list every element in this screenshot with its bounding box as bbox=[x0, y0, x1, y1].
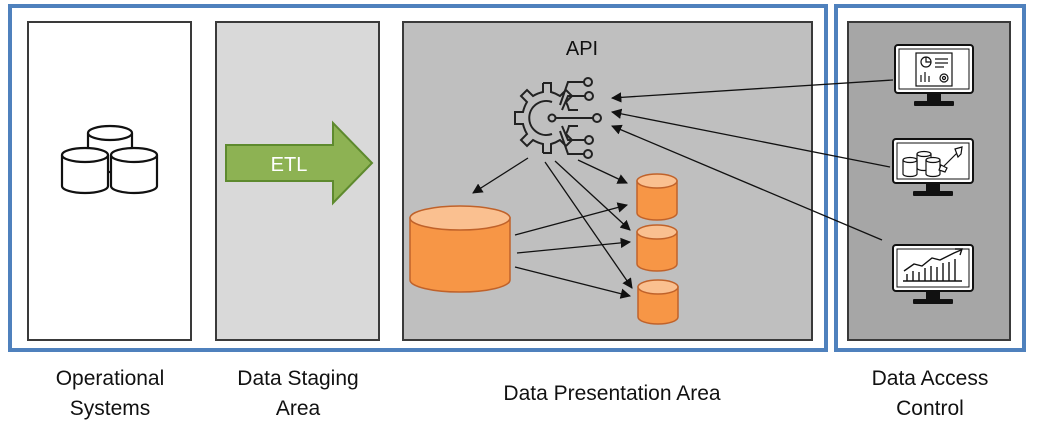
caption-data-access-control-line-1: Data Access bbox=[871, 367, 989, 390]
api-to-main-db-arrow bbox=[472, 157, 529, 194]
data-mart-cylinder-3 bbox=[637, 279, 679, 325]
caption-data-staging-area-line-1: Data Staging bbox=[237, 367, 359, 390]
caption-operational-systems: Operational Systems bbox=[10, 364, 210, 424]
main-database-cylinder bbox=[409, 205, 511, 293]
api-label: API bbox=[566, 38, 598, 60]
data-mart-cylinder-2 bbox=[636, 224, 678, 272]
api-to-mart-1-arrow bbox=[577, 159, 628, 184]
caption-data-staging-area: Data Staging Area bbox=[198, 364, 398, 424]
warehouse-frame bbox=[8, 4, 828, 352]
monitor-chart-icon bbox=[892, 244, 974, 304]
database-monitor-to-api-arrow bbox=[610, 108, 891, 168]
caption-data-presentation-area: Data Presentation Area bbox=[432, 379, 792, 409]
caption-operational-systems-line-2: Systems bbox=[69, 397, 151, 420]
caption-data-access-control: Data Access Control bbox=[830, 364, 1030, 424]
access-frame bbox=[834, 4, 1026, 352]
etl-arrow-icon bbox=[225, 120, 374, 206]
main-db-to-mart-1-arrow bbox=[514, 202, 629, 236]
api-gear-network-icon bbox=[514, 77, 602, 159]
caption-data-staging-area-line-2: Area bbox=[275, 397, 321, 420]
main-db-to-mart-2-arrow bbox=[516, 237, 632, 254]
operational-systems-panel bbox=[27, 21, 192, 341]
database-stack-icon bbox=[60, 124, 159, 195]
caption-data-presentation-area-line-1: Data Presentation Area bbox=[503, 382, 721, 405]
monitor-report-icon bbox=[894, 44, 974, 106]
caption-data-access-control-line-2: Control bbox=[896, 397, 964, 420]
data-mart-cylinder-1 bbox=[636, 173, 678, 221]
api-to-mart-3-arrow bbox=[544, 161, 633, 289]
report-monitor-to-api-arrow bbox=[610, 79, 894, 103]
etl-label: ETL bbox=[271, 154, 308, 176]
api-to-mart-2-arrow bbox=[554, 160, 631, 231]
chart-monitor-to-api-arrow bbox=[611, 124, 883, 241]
monitor-database-icon bbox=[892, 138, 974, 196]
connector-arrows bbox=[472, 79, 894, 299]
main-db-to-mart-3-arrow bbox=[514, 266, 632, 299]
caption-operational-systems-line-1: Operational bbox=[55, 367, 165, 390]
